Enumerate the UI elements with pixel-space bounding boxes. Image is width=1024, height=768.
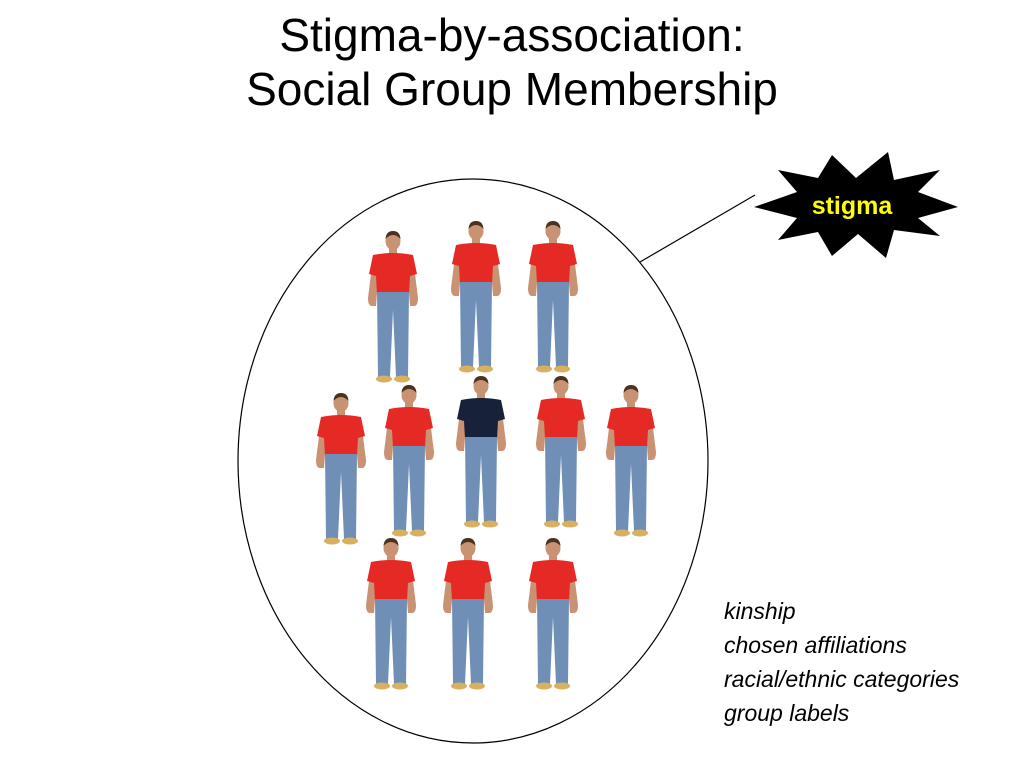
note-chosen-affiliations: chosen affiliations xyxy=(724,632,907,658)
stigma-burst: stigma xyxy=(754,152,958,258)
group-member-figure xyxy=(606,385,656,537)
stigmatized-member-figure xyxy=(456,376,506,528)
connector-line xyxy=(639,194,756,263)
stigma-label: stigma xyxy=(812,192,894,220)
group-member-figure xyxy=(528,221,578,373)
note-group-labels: group labels xyxy=(724,700,850,726)
group-member-figure xyxy=(451,221,501,373)
slide-title: Stigma-by-association: Social Group Memb… xyxy=(0,8,1024,116)
group-member-figure xyxy=(316,393,366,545)
note-racial-ethnic-categories: racial/ethnic categories xyxy=(724,666,960,692)
membership-types-list: kinship chosen affiliations racial/ethni… xyxy=(724,594,959,730)
note-kinship: kinship xyxy=(724,598,796,624)
group-member-figure xyxy=(384,385,434,537)
title-line-1: Stigma-by-association: xyxy=(279,9,745,61)
group-circle xyxy=(237,178,709,744)
people-group xyxy=(316,221,656,690)
group-member-figure xyxy=(443,538,493,690)
group-member-figure xyxy=(366,538,416,690)
title-line-2: Social Group Membership xyxy=(246,63,778,115)
group-member-figure xyxy=(368,231,418,383)
group-member-figure xyxy=(536,376,586,528)
group-member-figure xyxy=(528,538,578,690)
